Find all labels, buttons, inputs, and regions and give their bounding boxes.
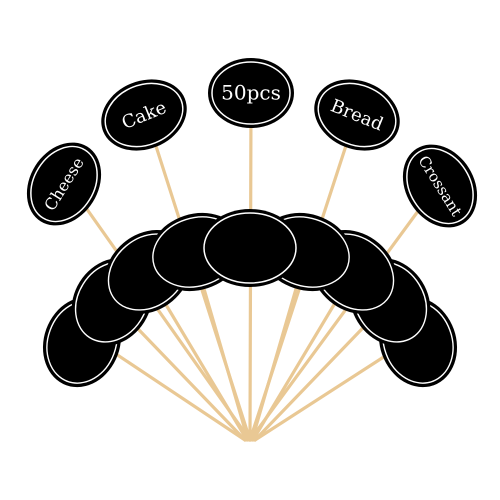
tag-50pcs: 50pcs — [208, 58, 294, 128]
tag-label-50pcs: 50pcs — [221, 81, 281, 105]
tag-cake: Cake — [101, 79, 187, 151]
tag-bread: Bread — [314, 79, 400, 151]
stick-crossant — [248, 186, 437, 442]
labeled-tags: Cheese Cake 50pcs Bread Crossant — [26, 58, 478, 228]
blank-tag-center — [200, 209, 300, 287]
blank-tag-fan — [42, 209, 458, 388]
stick-blank-6 — [251, 276, 352, 442]
tag-crossant: Crossant — [402, 144, 478, 228]
tag-cheese: Cheese — [26, 142, 102, 226]
stick-blank-1 — [93, 338, 247, 442]
